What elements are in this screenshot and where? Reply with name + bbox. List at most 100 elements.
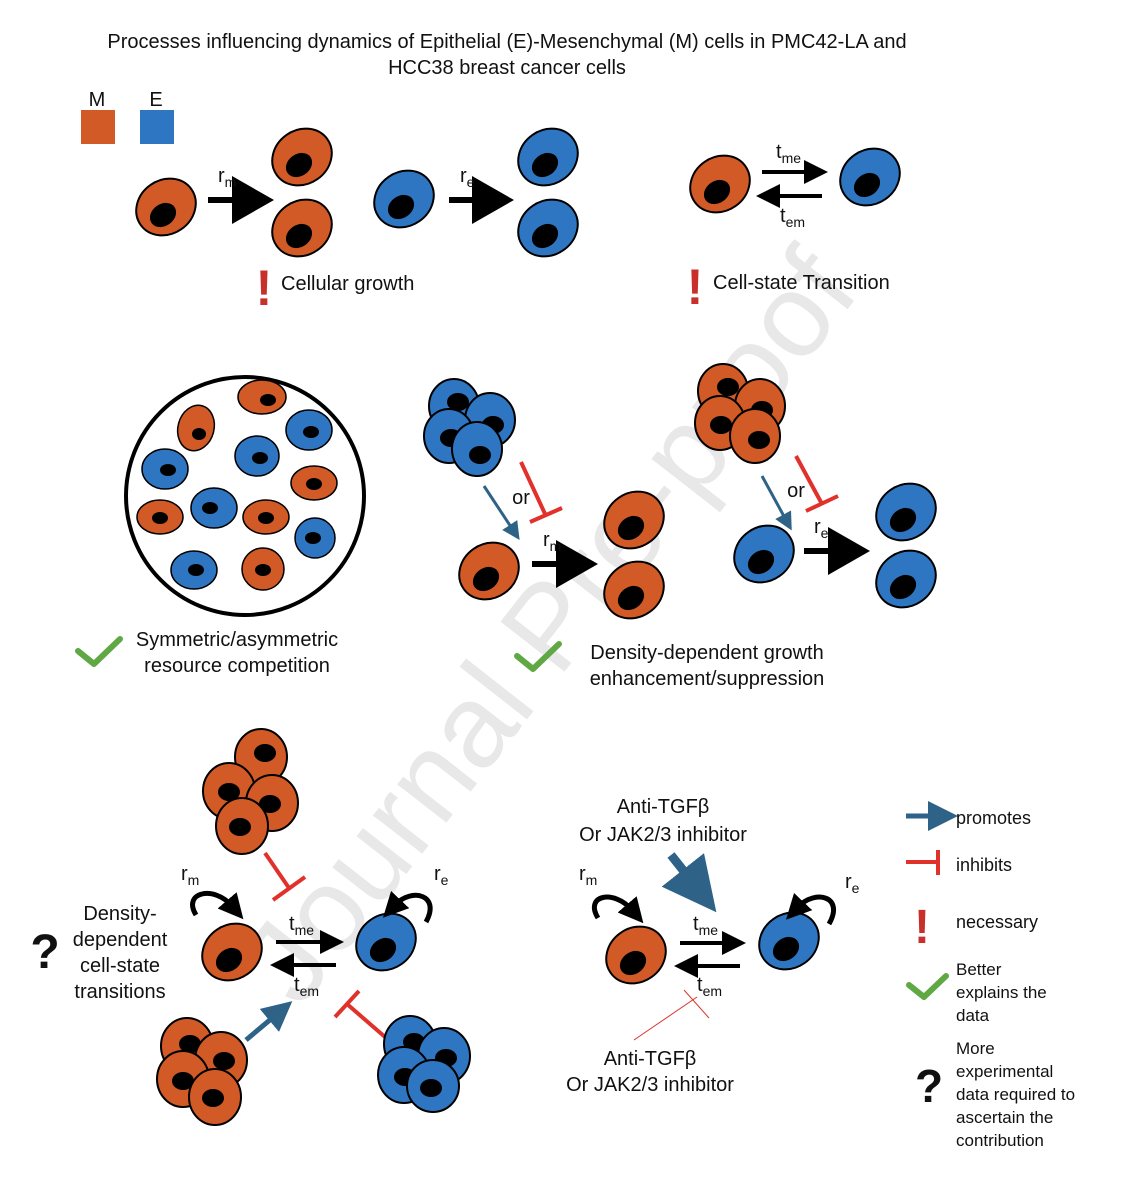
necessary-icon: !	[687, 259, 704, 315]
m-cell-nucleus	[258, 512, 274, 524]
t-em-label: tem	[780, 205, 805, 230]
inhibitor-top-line-2: Or JAK2/3 inhibitor	[579, 824, 747, 846]
m-cell-nucleus	[202, 1089, 224, 1107]
m-cell-nucleus	[619, 950, 647, 976]
inhibitor-bottom-line-1: Anti-TGFβ	[604, 1048, 697, 1070]
e-cell-nucleus	[531, 152, 559, 178]
e-cell-nucleus	[188, 564, 204, 576]
self-renewal-arrow-m	[591, 894, 644, 924]
e-cell-nucleus	[747, 549, 775, 575]
m-cell-nucleus	[472, 566, 500, 592]
m-cell-nucleus	[260, 394, 276, 406]
title-line-2: HCC38 breast cancer cells	[388, 57, 626, 79]
key-m-swatch	[81, 110, 115, 144]
check-icon	[514, 641, 562, 672]
promotes-arrow	[482, 485, 520, 541]
density-transition-label-4: transitions	[74, 981, 165, 1003]
cell-state-transition-panel: tme tem ! Cell-state Transition	[687, 141, 901, 315]
t-me-label: tme	[693, 913, 718, 938]
e-cell-nucleus	[447, 393, 469, 411]
legend-necessary: necessary	[956, 912, 1038, 932]
density-transition-label-3: cell-state	[80, 955, 160, 977]
competition-caption-line-1: Symmetric/asymmetric	[136, 629, 338, 651]
t-me-label: tme	[776, 141, 801, 166]
legend-more-line-5: contribution	[956, 1131, 1044, 1150]
density-transition-panel: ? Density- dependent cell-state transiti…	[30, 728, 471, 1126]
self-renewal-arrow-m	[190, 890, 244, 920]
inhibits-line	[633, 996, 698, 1041]
rate-e-label: re	[460, 165, 475, 190]
m-cell-nucleus	[255, 564, 271, 576]
legend-more-line-3: data required to	[956, 1085, 1075, 1104]
e-cell-nucleus	[889, 507, 917, 533]
cell-state-transition-caption: Cell-state Transition	[713, 272, 890, 294]
key-m-label: M	[89, 89, 106, 111]
necessary-icon: !	[256, 260, 273, 316]
rate-m-label: rm	[218, 165, 236, 190]
density-transition-label-1: Density-	[83, 903, 156, 925]
or-label: or	[512, 487, 530, 509]
t-em-label: tem	[294, 974, 319, 999]
legend-more-line-2: experimental	[956, 1062, 1053, 1081]
rate-m-label: rm	[181, 863, 199, 888]
inhibits-bar	[683, 989, 710, 1019]
key-e-label: E	[149, 89, 162, 111]
m-cell	[176, 404, 216, 452]
inhibitor-top-line-1: Anti-TGFβ	[617, 796, 710, 818]
question-icon: ?	[30, 926, 59, 979]
inhibits-bar	[529, 506, 563, 524]
check-icon	[75, 636, 123, 667]
check-icon	[906, 973, 949, 1000]
m-cell-nucleus	[617, 585, 645, 611]
rate-m-label: rm	[579, 863, 597, 888]
e-cell-nucleus	[420, 1079, 442, 1097]
t-em-label: tem	[697, 974, 722, 999]
legend-better-line-3: data	[956, 1006, 990, 1025]
competition-caption-line-2: resource competition	[144, 655, 330, 677]
m-cell-nucleus	[306, 478, 322, 490]
e-cell-nucleus	[252, 452, 268, 464]
density-transition-label-2: dependent	[73, 929, 168, 951]
e-cell-nucleus	[202, 502, 218, 514]
m-cell-nucleus	[617, 515, 645, 541]
e-cell-nucleus	[853, 172, 881, 198]
m-cell-nucleus	[254, 744, 276, 762]
inhibits-bar	[805, 494, 839, 513]
rate-e-label: re	[434, 863, 449, 888]
inhibits-line	[263, 851, 291, 890]
m-cell-nucleus	[259, 795, 281, 813]
e-cell-nucleus	[369, 937, 397, 963]
t-me-label: tme	[289, 913, 314, 938]
m-cell-nucleus	[703, 179, 731, 205]
m-cell-nucleus	[285, 152, 313, 178]
rate-e-label: re	[845, 871, 860, 896]
m-cell-nucleus	[152, 512, 168, 524]
m-cell-nucleus	[717, 378, 739, 396]
cellular-growth-panel: rm re ! Cellular growth	[135, 127, 579, 316]
e-cell-nucleus	[469, 446, 491, 464]
e-cell-nucleus	[303, 426, 319, 438]
legend-promotes: promotes	[956, 808, 1031, 828]
watermark: Journal Pre-proof	[216, 226, 881, 1026]
m-cell-nucleus	[172, 1072, 194, 1090]
m-cell-nucleus	[229, 818, 251, 836]
m-cell-nucleus	[179, 1035, 201, 1053]
legend-more-line-4: ascertain the	[956, 1108, 1053, 1127]
inhibitor-panel: Anti-TGFβ Or JAK2/3 inhibitor rm tme tem…	[566, 796, 860, 1096]
legend-better-line-1: Better	[956, 960, 1002, 979]
inhibits-bar	[333, 989, 361, 1019]
necessary-icon: !	[914, 901, 930, 954]
promotes-arrow	[244, 1001, 293, 1042]
density-growth-panel: or rm or re Density-dependent grow	[423, 363, 937, 690]
m-cell-nucleus	[748, 431, 770, 449]
inhibits-bar	[271, 875, 307, 902]
inhibits-line	[345, 1002, 387, 1039]
self-renewal-arrow-e	[382, 890, 433, 924]
rate-m-label: rm	[543, 529, 561, 554]
density-growth-caption-line-1: Density-dependent growth	[590, 642, 823, 664]
e-cell-nucleus	[305, 532, 321, 544]
inhibitor-bottom-line-2: Or JAK2/3 inhibitor	[566, 1074, 734, 1096]
e-cell-nucleus	[387, 194, 415, 220]
promotes-arrow	[760, 475, 792, 531]
